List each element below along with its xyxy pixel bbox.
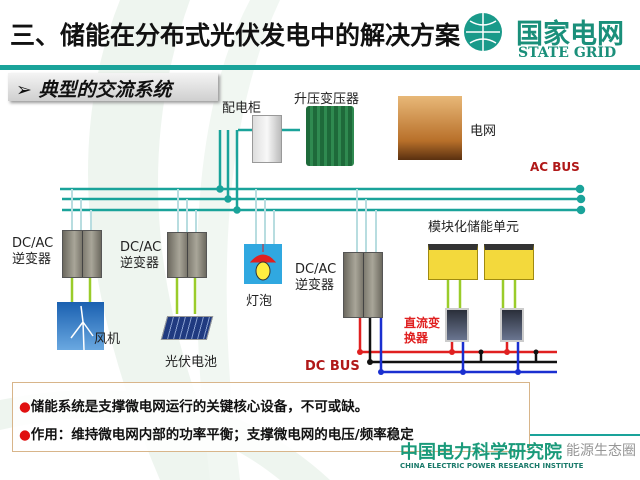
summary-box: ●储能系统是支撑微电网运行的关键核心设备，不可或缺。 ●作用：维持微电网内部的功…	[12, 382, 530, 452]
pv-label: 光伏电池	[165, 355, 218, 370]
logo-en: STATE GRID	[518, 45, 617, 61]
section-subtitle: ➢ 典型的交流系统	[8, 73, 218, 101]
battery-module-1	[428, 244, 478, 280]
transformer-label: 升压变压器	[294, 92, 360, 107]
arrow-bullet-icon: ➢	[16, 79, 32, 101]
state-grid-globe-logo	[464, 13, 502, 51]
battery-module-2	[484, 244, 534, 280]
dc-bus-label: DC BUS	[305, 359, 360, 374]
label-line: DC/AC	[12, 236, 54, 251]
label-line: 逆变器	[12, 252, 52, 267]
header-divider	[0, 65, 640, 70]
wind-label: 风机	[94, 332, 121, 347]
label-line: DC/AC	[295, 262, 337, 277]
logo-cn: 国家电网	[516, 19, 624, 50]
label-line: 换器	[404, 331, 429, 345]
label-line: DC/AC	[120, 240, 162, 255]
storage-label: 模块化储能单元	[428, 220, 520, 235]
bullet-1: ●储能系统是支撑微电网运行的关键核心设备，不可或缺。	[19, 395, 368, 415]
label-line: 直流变	[404, 316, 441, 330]
grid-label: 电网	[470, 124, 497, 139]
footer-divider	[530, 434, 640, 436]
solar-panel-image	[160, 316, 214, 340]
page-title: 三、储能在分布式光伏发电中的解决方案	[10, 21, 461, 50]
footer-logo-cn: 中国电力科学研究院	[400, 442, 562, 463]
distribution-cabinet-image	[252, 115, 282, 163]
bullet-2: ●作用：维持微电网内部的功率平衡；支撑微电网的电压/频率稳定	[19, 423, 414, 443]
inverter-1	[62, 230, 102, 278]
dc-converter-1	[445, 308, 469, 342]
lamp-image	[244, 244, 282, 284]
label-line: 逆变器	[295, 278, 335, 293]
footer-logo-en: CHINA ELECTRIC POWER RESEARCH INSTITUTE	[400, 462, 584, 470]
inverter-3	[343, 252, 383, 318]
bullet-dot-icon: ●	[19, 427, 31, 443]
dc-converter-label: 直流变换器	[404, 316, 440, 346]
dc-converter-2	[500, 308, 524, 342]
label-line: 逆变器	[120, 256, 160, 271]
bullet-text: 储能系统是支撑微电网运行的关键核心设备，不可或缺。	[30, 399, 369, 415]
bullet-dot-icon: ●	[19, 399, 31, 415]
transformer-image	[306, 106, 354, 166]
subtitle-text: 典型的交流系统	[38, 79, 172, 101]
ac-bus-label: AC BUS	[530, 160, 580, 174]
bullet-text: 作用：维持微电网内部的功率平衡；支撑微电网的电压/频率稳定	[30, 427, 414, 443]
inverter-2	[167, 232, 207, 278]
watermark: 能源生态圈	[566, 443, 636, 459]
power-grid-image	[398, 96, 462, 160]
wind-turbine-image	[57, 302, 104, 351]
cabinet-label: 配电柜	[222, 101, 262, 116]
lamp-label: 灯泡	[246, 294, 273, 309]
